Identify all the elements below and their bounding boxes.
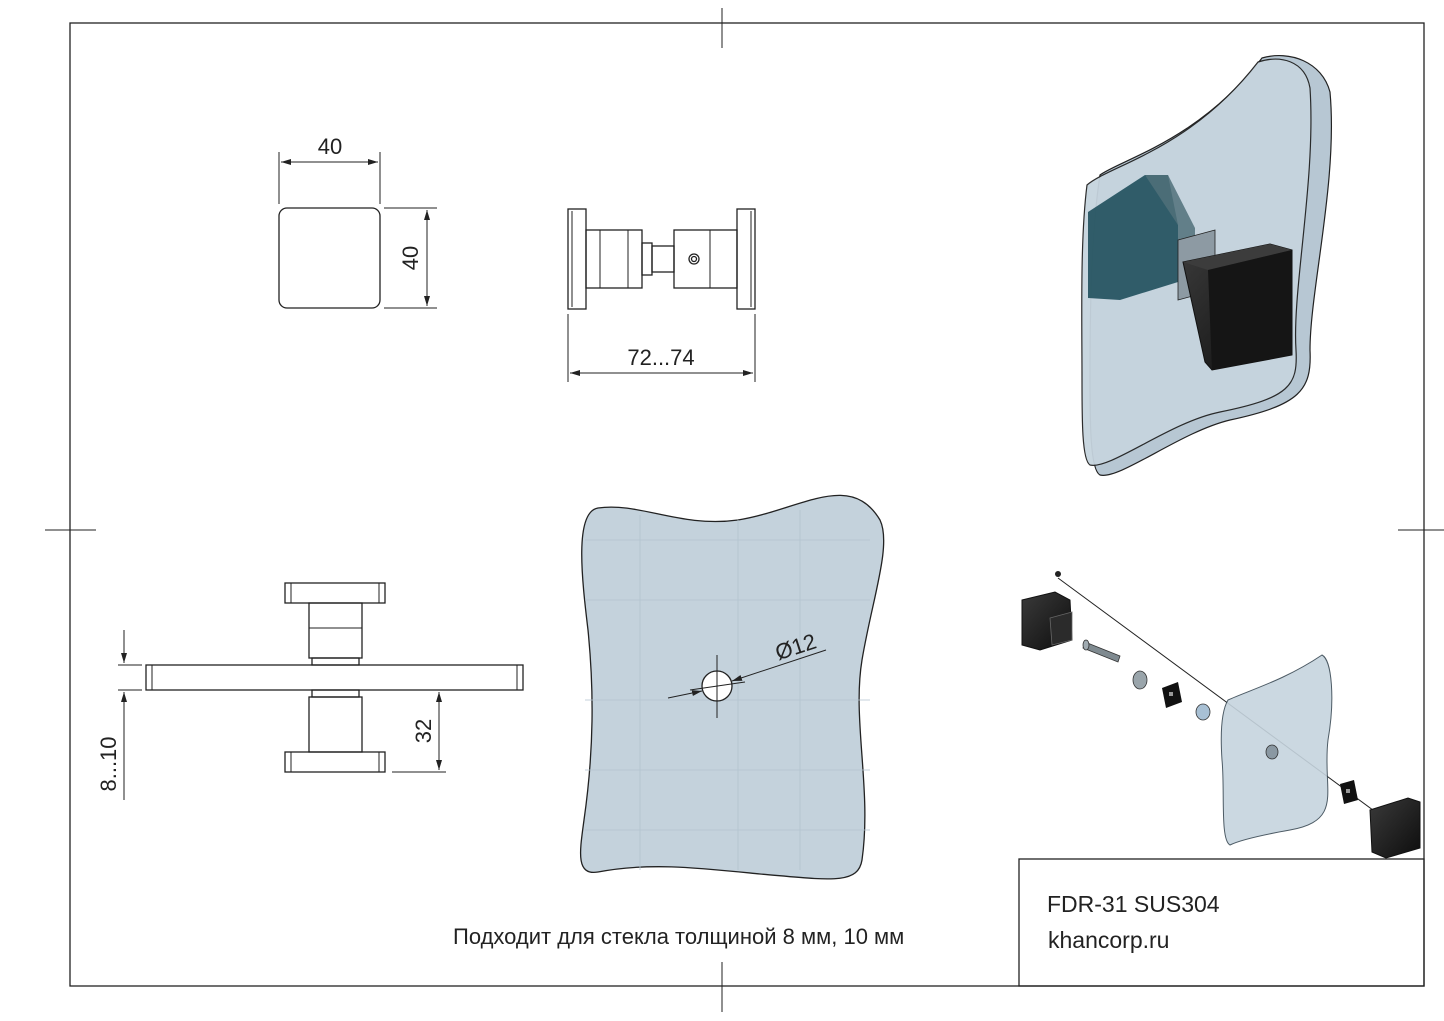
height-dimension-label: 40 [398, 246, 423, 270]
exploded-right-knob [1369, 797, 1421, 859]
center-marks [45, 8, 1444, 1012]
right-knob-plate [736, 208, 756, 310]
knob-square-outline [278, 207, 381, 309]
knob-base-teal [1088, 175, 1178, 300]
left-knob-plate [567, 208, 587, 310]
glass-panel-section [145, 664, 524, 691]
length-dimension-label: 72...74 [627, 345, 694, 370]
website: khancorp.ru [1048, 927, 1169, 953]
hole-diameter-leader [667, 690, 703, 699]
front-view: 40 40 [278, 134, 437, 309]
model-name: FDR-31 SUS304 [1047, 891, 1220, 917]
glass-thickness-note: Подходит для стекла толщиной 8 мм, 10 мм [453, 924, 904, 949]
knob-height-label: 32 [411, 719, 436, 743]
title-block: FDR-31 SUS304 khancorp.ru [1018, 858, 1425, 987]
exploded-3d-view [1021, 571, 1421, 859]
glass-panel-view: Ø12 [579, 494, 885, 880]
width-dimension-label: 40 [318, 134, 342, 159]
side-view: 72...74 [567, 208, 756, 382]
assembled-3d-view [1081, 54, 1333, 476]
sheet-border [69, 22, 1425, 987]
glass-thickness-label: 8...10 [96, 736, 121, 791]
section-view: 8...10 32 [96, 582, 524, 800]
